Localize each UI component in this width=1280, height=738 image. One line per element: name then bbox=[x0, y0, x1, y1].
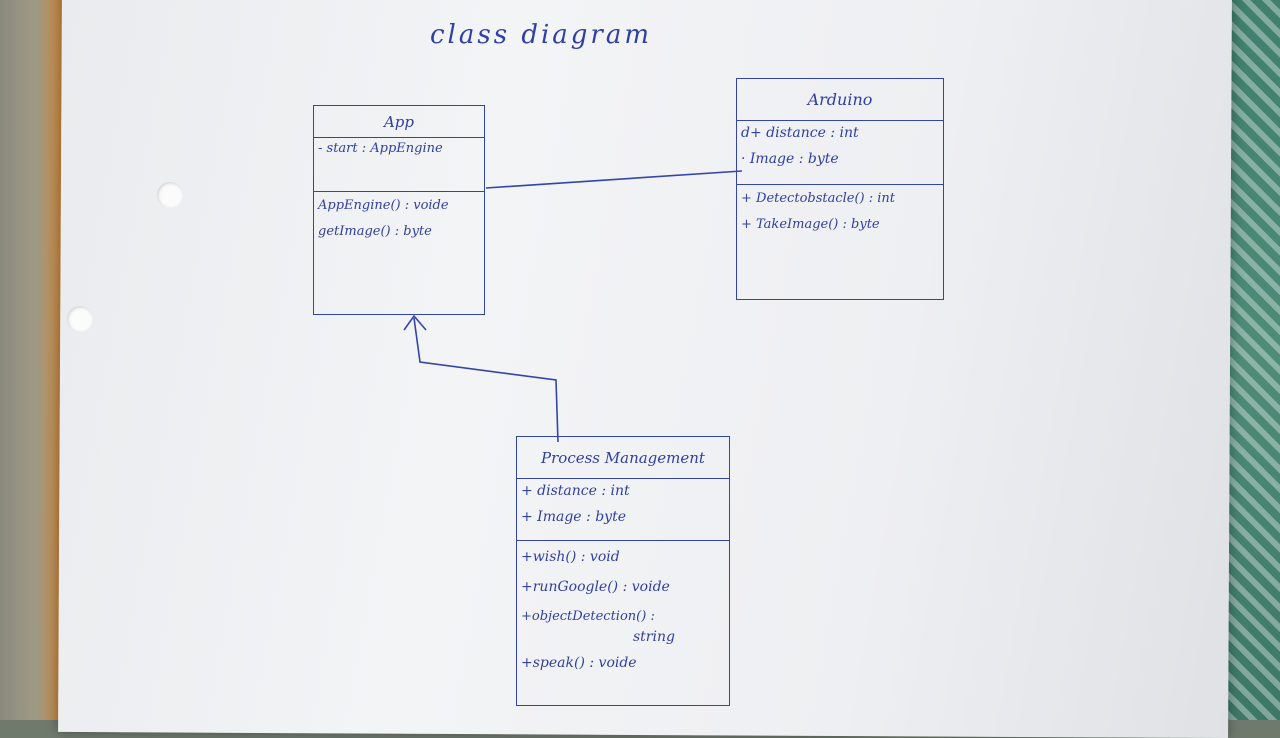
class-app-operations: AppEngine() : voide getImage() : byte bbox=[314, 192, 484, 239]
inheritance-line bbox=[413, 317, 559, 443]
attribute: d+ distance : int bbox=[741, 125, 859, 141]
class-arduino-name: Arduino bbox=[737, 79, 943, 121]
association-line bbox=[485, 170, 743, 189]
class-process-name: Process Management bbox=[517, 437, 729, 479]
class-process-management: Process Management + distance : int + Im… bbox=[516, 436, 730, 706]
operation-continuation: string bbox=[633, 629, 675, 645]
class-arduino-operations: + Detectobstacle() : int + TakeImage() :… bbox=[737, 185, 943, 232]
punch-hole bbox=[67, 306, 93, 332]
attribute: - start : AppEngine bbox=[318, 141, 443, 156]
operation: + TakeImage() : byte bbox=[741, 217, 880, 232]
class-arduino: Arduino d+ distance : int · Image : byte… bbox=[736, 78, 944, 300]
operation: +speak() : voide bbox=[521, 655, 637, 671]
class-app: App - start : AppEngine AppEngine() : vo… bbox=[313, 105, 485, 315]
diagram-title: class diagram bbox=[430, 20, 653, 50]
class-process-attributes: + distance : int + Image : byte bbox=[517, 479, 729, 541]
attribute: + distance : int bbox=[521, 483, 630, 499]
operation: AppEngine() : voide bbox=[318, 198, 449, 213]
operation: +wish() : void bbox=[521, 549, 620, 565]
attribute: + Image : byte bbox=[521, 509, 626, 525]
operation: getImage() : byte bbox=[318, 224, 432, 239]
operation: +runGoogle() : voide bbox=[521, 579, 670, 595]
inheritance-arrowhead bbox=[403, 314, 427, 331]
attribute: · Image : byte bbox=[741, 151, 839, 167]
class-app-attributes: - start : AppEngine bbox=[314, 138, 484, 192]
operation: +objectDetection() : bbox=[521, 609, 655, 624]
class-process-operations: +wish() : void +runGoogle() : voide +obj… bbox=[517, 541, 729, 671]
operation: + Detectobstacle() : int bbox=[741, 191, 896, 206]
class-arduino-attributes: d+ distance : int · Image : byte bbox=[737, 121, 943, 185]
class-app-name: App bbox=[314, 106, 484, 138]
punch-hole bbox=[157, 182, 183, 208]
connector-lines bbox=[403, 170, 743, 443]
